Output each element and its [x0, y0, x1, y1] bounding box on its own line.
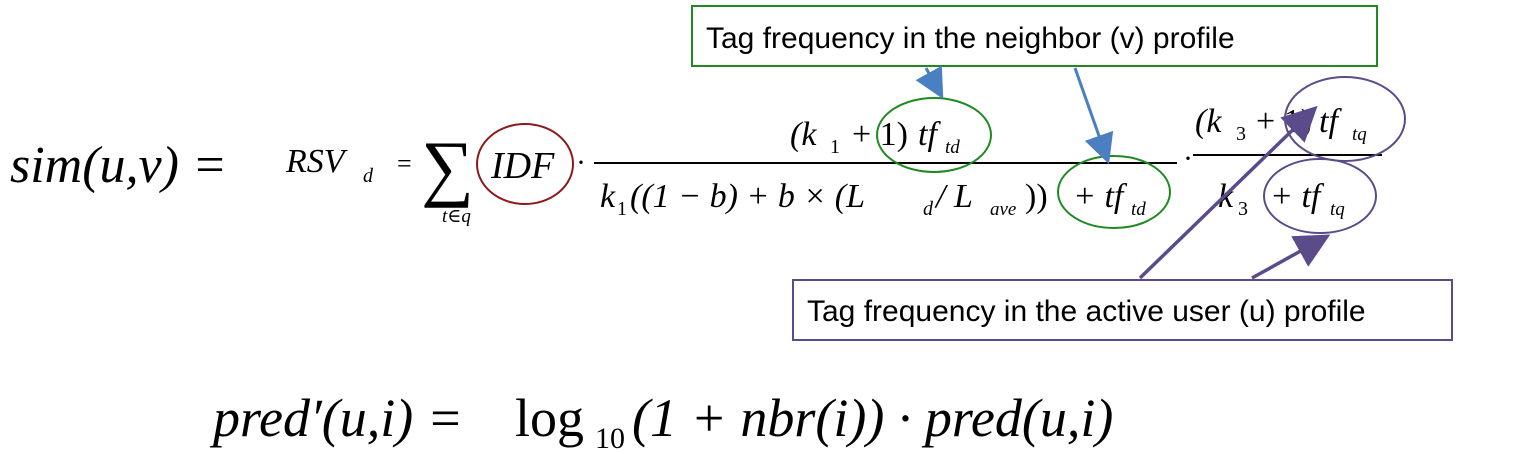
frac2-den-k-sub: 3: [1238, 198, 1248, 220]
frac1-den-k-sub: 1: [617, 198, 627, 220]
sim-lhs: sim(u,v) =: [10, 137, 227, 194]
frac1-den-close: )): [1025, 178, 1048, 215]
idf-highlight-circle: [476, 123, 574, 205]
frac1-num-k: (k: [790, 116, 817, 153]
mid-dot: ·: [1183, 142, 1193, 175]
frac2-num-k: (k: [1195, 103, 1222, 140]
arrow-active-to-numerator: [1138, 105, 1318, 280]
frac1-den-Ld-sub: d: [923, 198, 934, 220]
idf-dot: ·: [576, 146, 586, 179]
prediction-formula: pred′(u,i) = log 10 (1 + nbr(i)) · pred(…: [209, 388, 1113, 454]
frac1-num-tf-sub: td: [945, 137, 960, 158]
pred-log: log: [515, 388, 584, 448]
arrow-active-to-denominator: [1251, 234, 1331, 280]
neighbor-callout: Tag frequency in the neighbor (v) profil…: [691, 5, 1378, 67]
idf-term: IDF: [490, 145, 555, 187]
frac1-den-k: k: [600, 178, 616, 215]
arrow-neighbor-to-numerator: [915, 65, 944, 100]
frac2-den-tf: + tf: [1270, 178, 1325, 215]
pred-rest: (1 + nbr(i)) · pred(u,i): [632, 388, 1113, 448]
active-user-callout: Tag frequency in the active user (u) pro…: [792, 279, 1453, 341]
arrow-neighbor-to-denominator: [1073, 67, 1114, 165]
rsv-symbol: RSV: [285, 143, 349, 180]
frac2-num-tf: tf: [1319, 103, 1342, 140]
frac2-den-tf-sub: tq: [1330, 199, 1345, 220]
pred-lhs: pred′(u,i) =: [209, 388, 463, 448]
frac1-num-k-sub: 1: [830, 136, 840, 158]
rsv-equals: =: [397, 149, 412, 178]
bm25-similarity-formula: sim(u,v) = RSV d = ∑ t∈q IDF · (k 1 + 1)…: [10, 103, 1382, 227]
summation-subscript: t∈q: [442, 206, 471, 227]
frac1-den-Lave-sub: ave: [990, 199, 1016, 220]
frac1-den-body: ((1 − b) + b × (L: [630, 178, 865, 215]
frac2-num-k-sub: 3: [1236, 123, 1246, 145]
frac1-den-tf-sub: td: [1131, 199, 1146, 220]
rsv-subscript: d: [363, 165, 374, 187]
summation-sign: ∑: [421, 127, 474, 209]
neighbor-callout-text: Tag frequency in the neighbor (v) profil…: [706, 22, 1235, 55]
tf-tq-denominator-circle: [1263, 158, 1377, 234]
active-callout-text: Tag frequency in the active user (u) pro…: [807, 295, 1366, 328]
frac2-num-tf-sub: tq: [1352, 124, 1367, 145]
active-callout-box: [792, 279, 1453, 341]
frac1-num-tf: tf: [918, 116, 941, 153]
frac1-den-slash: / L: [934, 178, 973, 215]
tf-td-denominator-circle: [1057, 155, 1171, 229]
pred-log-sub: 10: [595, 422, 625, 454]
frac1-den-tf: + tf: [1073, 178, 1128, 215]
neighbor-callout-box: [691, 5, 1378, 67]
